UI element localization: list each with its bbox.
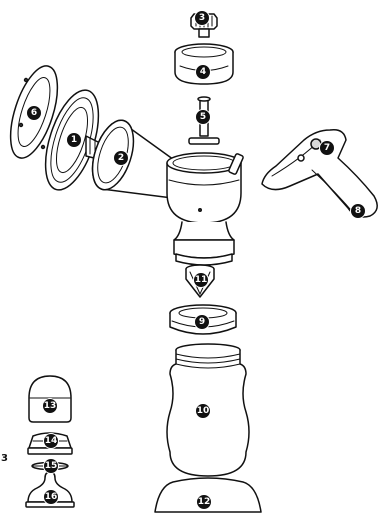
callout-7-label: 7 bbox=[324, 143, 330, 153]
callout-15-disc bbox=[43, 458, 59, 474]
callout-4-label: 4 bbox=[200, 67, 206, 77]
callout-1: 1 bbox=[66, 132, 82, 148]
callout-15: 15 bbox=[43, 458, 59, 474]
callout-2-disc bbox=[113, 150, 129, 166]
callout-5-label: 5 bbox=[200, 112, 206, 122]
callout-6-disc bbox=[26, 105, 42, 121]
callout-10-label: 10 bbox=[197, 406, 210, 416]
callout-6-label: 6 bbox=[31, 108, 37, 118]
callout-13: 13 bbox=[42, 398, 58, 414]
callout-14-disc bbox=[43, 433, 59, 449]
callout-5: 5 bbox=[195, 109, 211, 125]
callout-9-disc bbox=[194, 314, 210, 330]
callout-8-label: 8 bbox=[355, 206, 361, 216]
callout-1-disc bbox=[66, 132, 82, 148]
callout-9: 9 bbox=[194, 314, 210, 330]
callout-14: 14 bbox=[43, 433, 59, 449]
callout-4: 4 bbox=[195, 64, 211, 80]
callout-3-label: 3 bbox=[199, 13, 205, 23]
callout-11: 11 bbox=[193, 272, 209, 288]
callout-2-label: 2 bbox=[118, 153, 124, 163]
callout-15-label: 15 bbox=[45, 461, 58, 471]
callout-7: 7 bbox=[319, 140, 335, 156]
callout-10-disc bbox=[195, 403, 211, 419]
pump-handle-part bbox=[261, 128, 378, 218]
callout-4-disc bbox=[195, 64, 211, 80]
callout-13-disc bbox=[42, 398, 58, 414]
callout-2: 2 bbox=[113, 150, 129, 166]
callout-14-label: 14 bbox=[45, 436, 58, 446]
callout-5-disc bbox=[195, 109, 211, 125]
callout-6: 6 bbox=[26, 105, 42, 121]
callout-9-label: 9 bbox=[199, 317, 205, 327]
callout-1-label: 1 bbox=[71, 135, 77, 145]
pump-body bbox=[166, 152, 244, 266]
side-label: 3 bbox=[1, 453, 8, 464]
callout-16: 16 bbox=[43, 489, 59, 505]
callout-3: 3 bbox=[194, 10, 210, 26]
callout-7-disc bbox=[319, 140, 335, 156]
callout-13-label: 13 bbox=[44, 401, 57, 411]
callout-16-disc bbox=[43, 489, 59, 505]
callout-8-disc bbox=[350, 203, 366, 219]
callout-11-label: 11 bbox=[195, 275, 208, 285]
callout-10: 10 bbox=[195, 403, 211, 419]
callout-8: 8 bbox=[350, 203, 366, 219]
callout-3-disc bbox=[194, 10, 210, 26]
callout-12-label: 12 bbox=[198, 497, 211, 507]
callout-16-label: 16 bbox=[45, 492, 58, 502]
callout-12: 12 bbox=[196, 494, 212, 510]
bottle-stand-part bbox=[154, 477, 262, 513]
callout-12-disc bbox=[196, 494, 212, 510]
callout-11-disc bbox=[193, 272, 209, 288]
